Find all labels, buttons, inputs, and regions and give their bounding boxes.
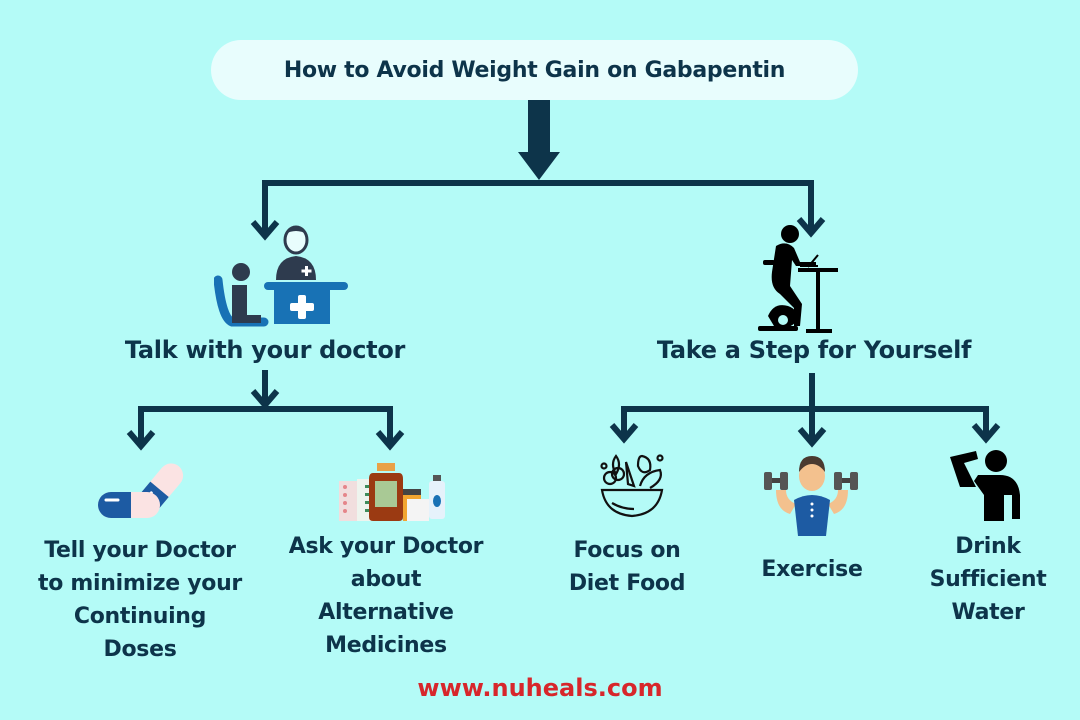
title-pill: How to Avoid Weight Gain on Gabapentin — [211, 40, 858, 100]
leaf-label-minimize-doses: Tell your Doctor to minimize your Contin… — [38, 538, 242, 662]
branch-label-talk-doctor: Talk with your doctor — [124, 336, 406, 364]
capsules-icon — [96, 460, 186, 524]
leaf-label-alternative-medicines: Ask your Doctor about Alternative Medici… — [288, 534, 484, 658]
leaf-label-exercise: Exercise — [761, 557, 863, 582]
branch-label-take-step: Take a Step for Yourself — [656, 336, 972, 364]
diagram-title: How to Avoid Weight Gain on Gabapentin — [283, 57, 786, 83]
website-footer: www.nuheals.com — [417, 674, 663, 702]
leaf-label-drink-water: Drink Sufficient Water — [929, 534, 1047, 625]
dumbbell-man-icon — [762, 452, 862, 538]
drinking-person-icon — [948, 447, 1024, 521]
leaf-label-diet-food: Focus on Diet Food — [568, 538, 686, 596]
salad-bowl-icon — [596, 448, 668, 520]
exercise-bike-desk-icon — [750, 222, 840, 334]
doctor-consultation-icon — [214, 218, 354, 328]
medicines-icon — [337, 461, 449, 523]
